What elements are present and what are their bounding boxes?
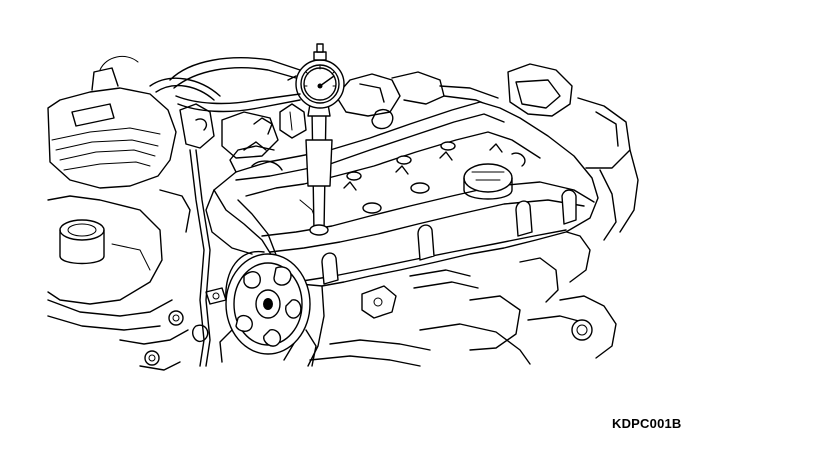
crank-pulley [219, 250, 317, 367]
compression-gauge [287, 43, 345, 236]
figure-code-label: KDPC001B [612, 416, 682, 431]
engine-bay-left [47, 55, 227, 371]
engine-bay-rear [169, 57, 639, 367]
valve-cover [205, 101, 599, 367]
wiring [159, 93, 301, 367]
